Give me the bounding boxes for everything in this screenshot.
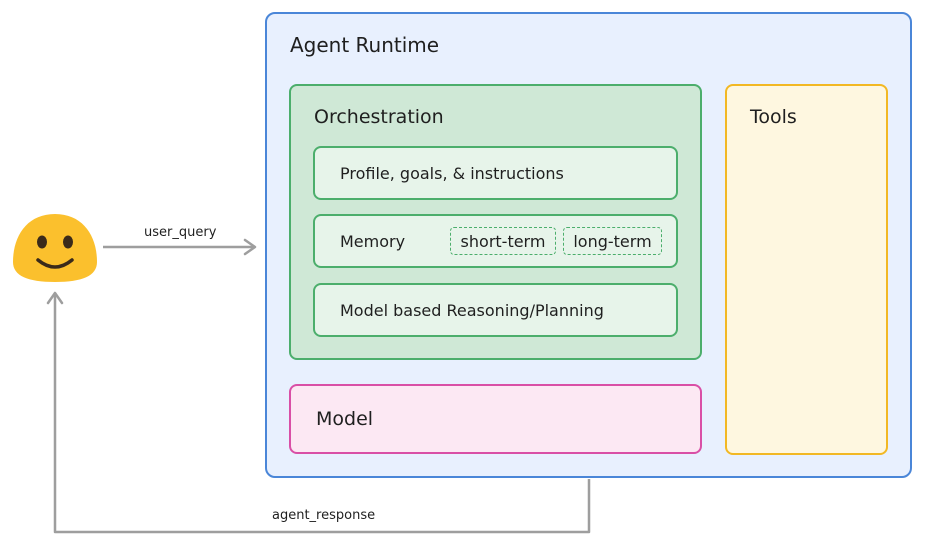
tools-box [725,84,888,455]
reasoning-planning-box: Model based Reasoning/Planning [313,283,678,337]
agent-response-label: agent_response [272,508,376,523]
tools-title: Tools [750,106,797,128]
user-query-label: user_query [144,225,217,240]
short-term-memory-tag: short-term [450,227,556,255]
long-term-memory-tag: long-term [563,227,662,255]
reasoning-planning-label: Model based Reasoning/Planning [340,300,604,320]
agent-runtime-title: Agent Runtime [290,33,440,57]
profile-goals-instructions-box: Profile, goals, & instructions [313,146,678,200]
memory-label: Memory [340,231,406,251]
model-box: Model [289,384,702,454]
orchestration-title: Orchestration [314,106,444,128]
profile-goals-instructions-label: Profile, goals, & instructions [340,163,564,183]
agent-response-arrow [46,291,591,534]
user-query-arrow [103,238,257,256]
smiley-face-icon [13,214,97,282]
model-label: Model [316,408,374,430]
